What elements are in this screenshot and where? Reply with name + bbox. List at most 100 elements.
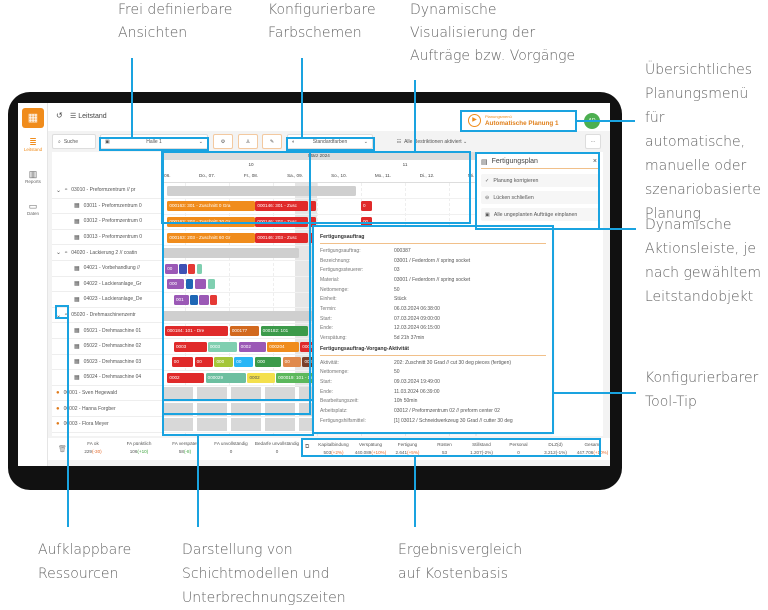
annotation-line: Übersichtliches bbox=[645, 62, 753, 78]
resource-row[interactable]: ●00002 - Hanna Forgber bbox=[52, 401, 163, 417]
machine-icon: ▦ bbox=[74, 281, 80, 288]
search-button[interactable]: ⌕Suche bbox=[52, 134, 96, 149]
gantt-bar[interactable] bbox=[179, 263, 187, 274]
tooltip-key: Nettomenge: bbox=[320, 369, 349, 376]
trash-icon[interactable]: 🗑 bbox=[58, 446, 67, 453]
gantt-bar[interactable]: 000184: 101 - Dre bbox=[165, 326, 229, 337]
settings-button[interactable]: ⚙ bbox=[213, 134, 233, 149]
kpi-label: Gesamt bbox=[584, 442, 601, 447]
gantt-bar[interactable]: 0002 bbox=[167, 373, 205, 383]
gantt-bar[interactable]: 0 bbox=[361, 201, 372, 212]
gantt-bar[interactable]: 000146: 203 - Zusc bbox=[255, 232, 308, 243]
gantt-bar[interactable] bbox=[188, 263, 196, 274]
gantt-bar[interactable]: 001 bbox=[174, 295, 189, 305]
resource-label: 04020 - Lackierung 2 // coatin bbox=[71, 249, 138, 256]
resource-row[interactable]: ▦05024 - Drehmaschine 04 bbox=[52, 370, 163, 386]
gantt-bar[interactable] bbox=[163, 248, 299, 259]
gantt-bar[interactable]: 000163: 203 - Zuschnitt 60 Gr bbox=[167, 232, 255, 243]
resource-row[interactable]: ▦03012 - Preformzentrum 0 bbox=[52, 214, 163, 230]
gantt-bar[interactable] bbox=[190, 295, 198, 305]
chevron-down-icon[interactable]: ⌄ bbox=[56, 312, 62, 319]
gantt-bar[interactable]: 000029 bbox=[205, 373, 247, 383]
sidebar-item-label: Daten bbox=[26, 211, 39, 216]
tooltip-row: Termin:06.03.2024 06:38:00 bbox=[320, 304, 546, 314]
tooltip-key: Start: bbox=[320, 315, 332, 322]
resource-row[interactable]: ▦04023 - Lackieranlage_De bbox=[52, 292, 163, 308]
action-close-gaps[interactable]: ⊖Lücken schließen bbox=[481, 191, 599, 204]
gantt-bar[interactable] bbox=[163, 310, 330, 321]
resource-row[interactable]: ▦05021 - Drehmaschine 01 bbox=[52, 323, 163, 339]
resource-row[interactable]: ▦05023 - Drehmaschine 03 bbox=[52, 355, 163, 371]
chevron-down-icon[interactable]: ⌄ bbox=[56, 187, 62, 194]
gantt-bar[interactable] bbox=[309, 201, 317, 212]
gantt-bar[interactable]: 0003 bbox=[207, 341, 238, 352]
annotation-line: Farbschemen bbox=[268, 25, 362, 41]
action-plan-all[interactable]: ▣Alle ungeplanten Aufträge einplanen bbox=[481, 208, 599, 221]
callout-line bbox=[67, 319, 69, 527]
gantt-bar[interactable]: 000177 bbox=[229, 326, 260, 337]
planning-menu-button[interactable]: ▶ Planungsmenü Automatische Planung 1 bbox=[464, 111, 576, 131]
gantt-bar[interactable]: 000146: 301 - Zusc bbox=[255, 201, 308, 212]
annotation-line: nach gewähltem bbox=[645, 265, 762, 281]
tooltip-value: 000387 bbox=[394, 247, 411, 254]
gantt-bar[interactable] bbox=[199, 295, 209, 305]
tooltip-row: Bearbeitungszeit:10h 50min bbox=[320, 397, 546, 407]
resource-row[interactable]: ⌄⚭05020 - Drehmaschinenzentr bbox=[52, 308, 163, 324]
annotation-line: Aktionsleiste, je bbox=[645, 241, 756, 257]
gantt-bar[interactable]: 00 bbox=[194, 357, 214, 368]
resource-row[interactable]: ▦04022 - Lackieranlage_Gr bbox=[52, 277, 163, 293]
resource-row[interactable]: ▦05022 - Drehmaschine 02 bbox=[52, 339, 163, 355]
restrictions-select[interactable]: ☷ Alle Restriktionen aktiviert ⌄ bbox=[380, 134, 484, 149]
resource-row[interactable]: ▦03011 - Preformzentrum 0 bbox=[52, 199, 163, 215]
callout-views bbox=[99, 137, 209, 151]
kpi-value: 229(-30) bbox=[70, 449, 116, 454]
tooltip-value: Stück bbox=[394, 296, 407, 303]
gantt-bar[interactable]: 000204 bbox=[267, 341, 299, 352]
resource-label: 04021 - Vorbehandlung // bbox=[83, 265, 140, 272]
gantt-bar[interactable]: 000163: 301 - Zuschnitt 0 Gra bbox=[167, 201, 255, 212]
gantt-bar[interactable]: 0002 bbox=[238, 341, 266, 352]
gantt-bar[interactable]: 00 bbox=[234, 357, 253, 368]
resource-row[interactable]: ▦04021 - Vorbehandlung // bbox=[52, 261, 163, 277]
gantt-bar[interactable] bbox=[185, 279, 194, 290]
resource-row[interactable]: ⌄⚭03010 - Preformzentrum // pr bbox=[52, 183, 163, 199]
user-filter-button[interactable]: ♙ bbox=[238, 134, 258, 149]
chevron-down-icon[interactable]: ⌄ bbox=[56, 250, 62, 257]
gantt-bar[interactable]: 00 bbox=[282, 357, 302, 368]
history-icon[interactable]: ↺ bbox=[56, 111, 63, 120]
sidebar-item-leitstand[interactable]: ≣Leitstand bbox=[18, 137, 48, 152]
gantt-bar[interactable] bbox=[196, 263, 203, 274]
gantt-bar[interactable] bbox=[210, 295, 218, 305]
app-logo: ▦ bbox=[22, 108, 44, 128]
gantt-bar[interactable]: 0003 bbox=[174, 341, 207, 352]
kpi-value: 0 bbox=[208, 449, 254, 454]
edit-button[interactable]: ✎ bbox=[262, 134, 282, 149]
gantt-bar[interactable]: 00 bbox=[171, 357, 194, 368]
gantt-bar[interactable] bbox=[167, 185, 357, 196]
gantt-bar[interactable]: 000 bbox=[167, 279, 185, 290]
kpi-label: FA pünktlich bbox=[126, 441, 152, 446]
more-button[interactable]: ··· bbox=[585, 134, 601, 149]
tooltip-row: Einheit:Stück bbox=[320, 294, 546, 304]
gantt-bar[interactable] bbox=[207, 279, 216, 290]
gantt-bar[interactable] bbox=[194, 279, 207, 290]
sidebar-item-reports[interactable]: ▥Reports bbox=[18, 169, 48, 184]
resource-label: 05022 - Drehmaschine 02 bbox=[83, 343, 142, 350]
resource-row[interactable]: ⌄⚭04020 - Lackierung 2 // coatin bbox=[52, 245, 163, 261]
resource-row[interactable]: ●00003 - Flora Meyer bbox=[52, 417, 163, 433]
sidebar-item-daten[interactable]: ▭Daten bbox=[18, 201, 48, 216]
resource-row[interactable]: ▦03013 - Preformzentrum 0 bbox=[52, 230, 163, 246]
close-icon[interactable]: × bbox=[592, 158, 597, 165]
gantt-bar[interactable]: 0002 bbox=[247, 373, 275, 383]
gantt-bar[interactable]: 000 bbox=[214, 357, 233, 368]
gantt-bar[interactable]: 000 bbox=[255, 357, 282, 368]
compare-icon[interactable]: ⧉ bbox=[305, 444, 310, 450]
action-correct-planning[interactable]: ✓Planung korrigieren bbox=[481, 174, 599, 187]
resource-row[interactable]: ●00001 - Sven Hegewald bbox=[52, 386, 163, 402]
gantt-bar[interactable]: 000019: 101 - Dr bbox=[276, 373, 330, 383]
gantt-bar[interactable]: 000182: 101 bbox=[260, 326, 308, 337]
tooltip-key: Verspätung: bbox=[320, 335, 347, 342]
gantt-bar[interactable]: 00 bbox=[165, 263, 178, 274]
